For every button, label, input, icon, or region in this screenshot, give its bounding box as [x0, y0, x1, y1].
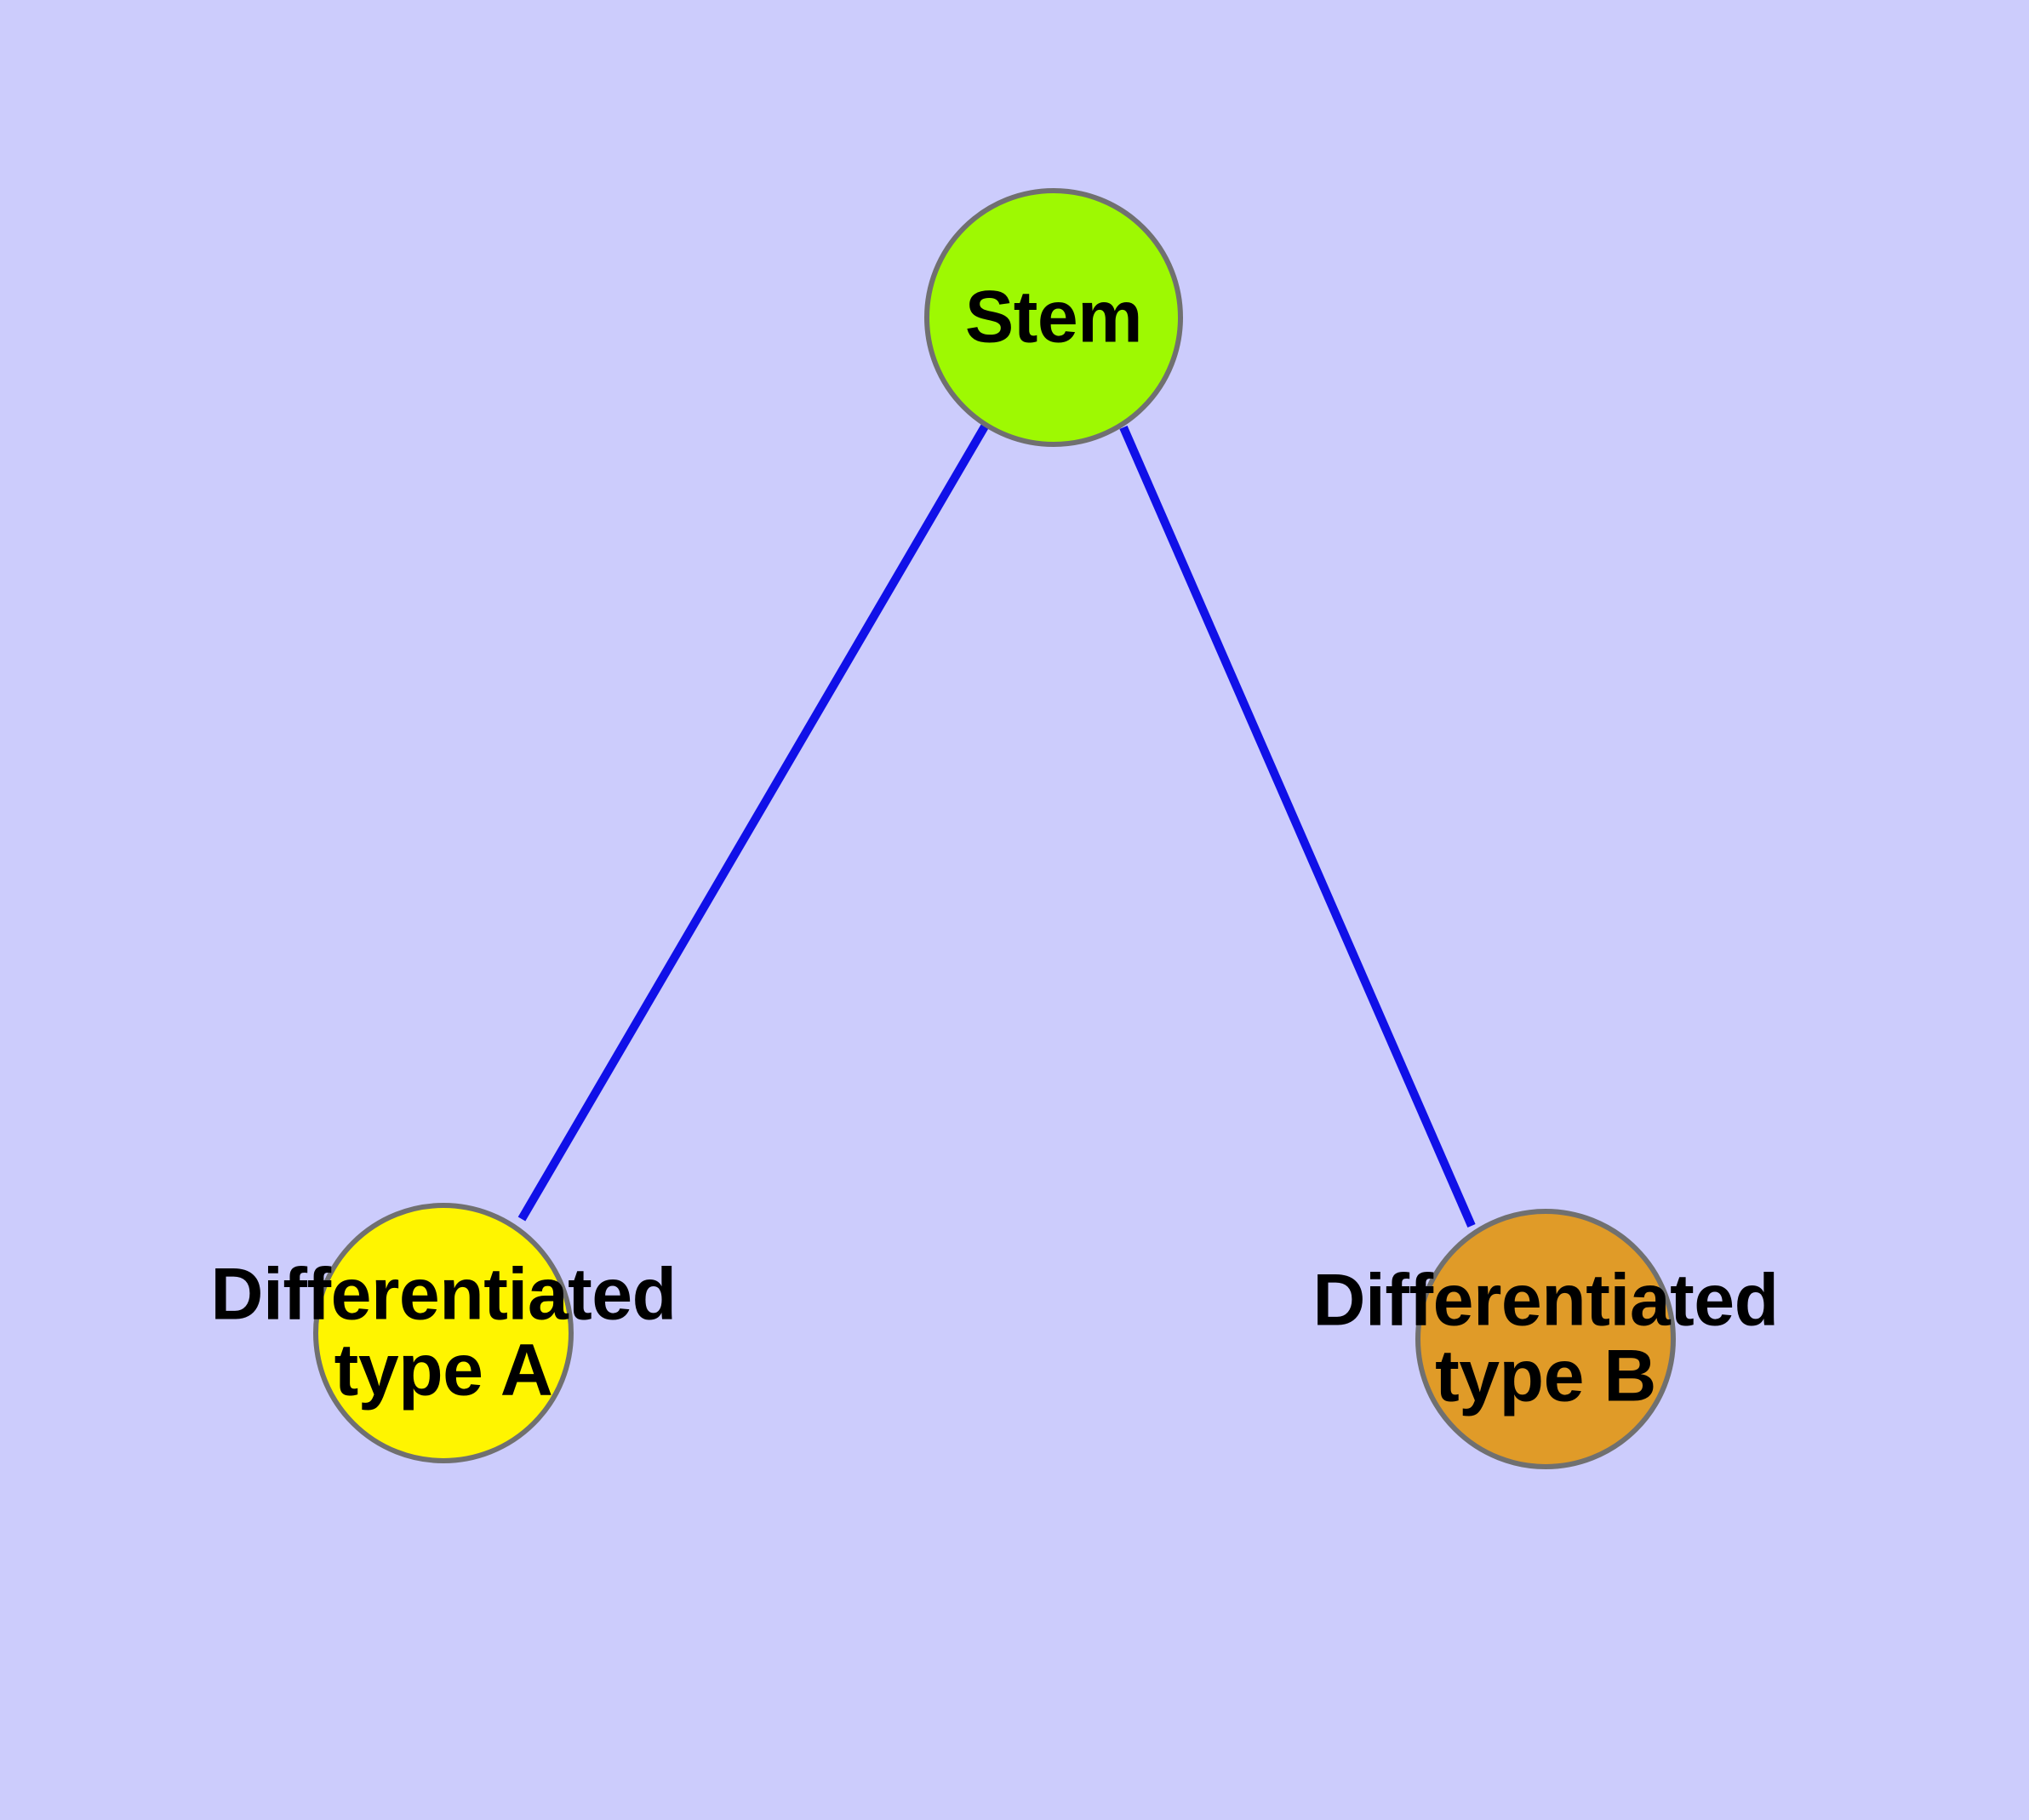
node-stem[interactable]	[924, 188, 1183, 447]
node-diff-b[interactable]	[1415, 1209, 1676, 1469]
node-diff-a[interactable]	[313, 1203, 574, 1463]
edge-stem-to-diff-a	[517, 424, 989, 1222]
edge-stem-to-diff-b	[1119, 426, 1476, 1228]
